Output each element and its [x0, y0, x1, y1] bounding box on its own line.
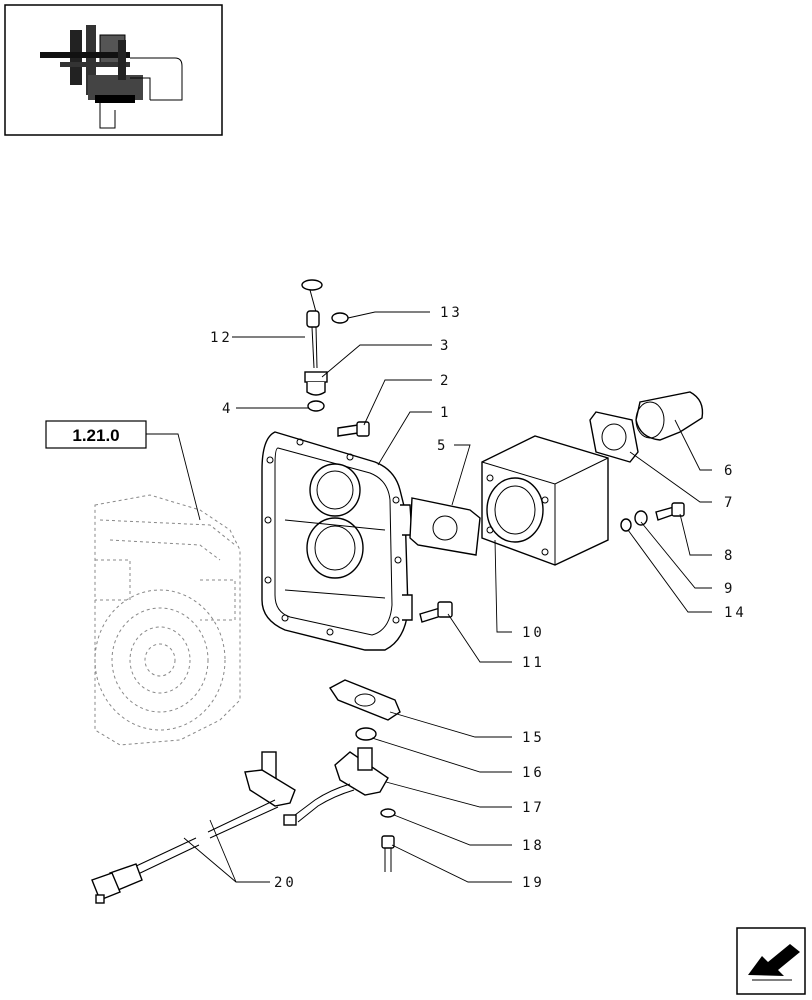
- callout-1: 1: [440, 405, 451, 421]
- callout-6: 6: [724, 463, 735, 479]
- part-5-gasket: [409, 497, 481, 556]
- assembly-thumbnail-icon[interactable]: [4, 4, 223, 136]
- callout-12: 12: [210, 330, 233, 346]
- reference-link-box[interactable]: 1.21.0: [45, 420, 147, 449]
- callout-7: 7: [724, 495, 735, 511]
- callout-14: 14: [724, 605, 747, 621]
- part-1-cover: [261, 431, 413, 651]
- part-2-bolt: [337, 421, 370, 437]
- part-13-o-ring: [331, 312, 349, 324]
- callout-4: 4: [222, 401, 233, 417]
- part-19-bolt: [381, 835, 395, 872]
- part-6-sleeve: [635, 391, 704, 441]
- callout-13: 13: [440, 305, 463, 321]
- previous-page-arrow-icon[interactable]: [736, 927, 806, 995]
- callout-20: 20: [274, 875, 297, 891]
- part-3-plug: [304, 371, 328, 396]
- callout-9: 9: [724, 581, 735, 597]
- part-9-washer: [634, 510, 648, 526]
- part-8-screw: [655, 502, 685, 521]
- part-4-washer: [307, 400, 325, 412]
- part-7-flange-gasket: [589, 411, 639, 463]
- part-12-dipstick: [301, 279, 323, 369]
- callout-16: 16: [522, 765, 545, 781]
- part-20-speed-sensor: [91, 751, 296, 904]
- callout-2: 2: [440, 373, 451, 389]
- part-15-plate: [328, 679, 401, 721]
- part-10-housing: [481, 435, 609, 566]
- part-14-ring: [620, 518, 632, 532]
- leader-lines: [183, 311, 712, 883]
- part-17-sensor: [283, 747, 389, 826]
- callout-labels: 13 12 3 2 4 1 5 6 7 8 9 14 10 11 15 16 1…: [210, 305, 747, 891]
- reference-link-label: 1.21.0: [72, 426, 119, 445]
- callout-15: 15: [522, 730, 545, 746]
- callout-10: 10: [522, 625, 545, 641]
- callout-17: 17: [522, 800, 545, 816]
- callout-3: 3: [440, 338, 451, 354]
- callout-8: 8: [724, 548, 735, 564]
- part-11-bolt: [419, 601, 453, 623]
- callout-11: 11: [522, 655, 545, 671]
- part-16-o-ring: [355, 727, 377, 741]
- callout-18: 18: [522, 838, 545, 854]
- callout-5: 5: [437, 438, 448, 454]
- part-18-washer: [380, 808, 396, 818]
- transmission-housing-ghost: [94, 494, 241, 746]
- callout-19: 19: [522, 875, 545, 891]
